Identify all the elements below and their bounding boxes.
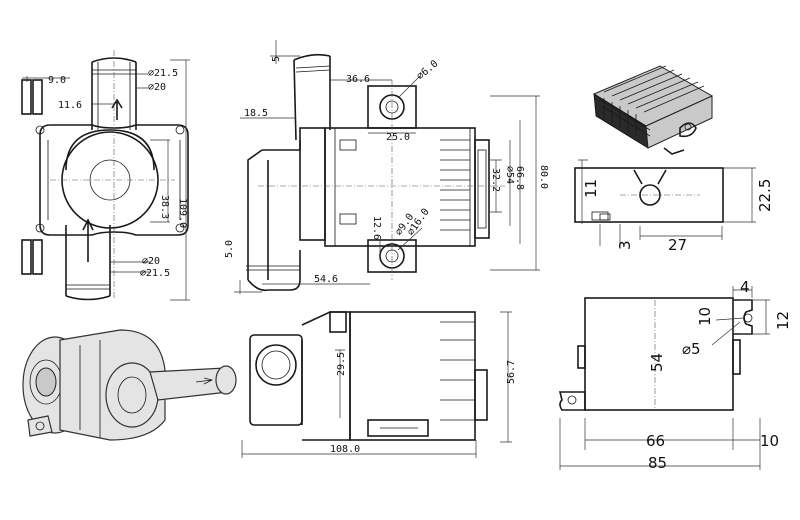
dim-11-6: 11.6 [58,100,82,111]
dim-20-bottom: ⌀20 [142,256,160,267]
dim-6-0: ⌀6.0 [415,58,441,82]
dim-5-side: 5 [271,56,282,62]
dim-27: 27 [668,236,687,254]
dim-54-6: 54.6 [314,274,338,285]
dim-5-hole: ⌀5 [682,340,701,358]
controller-plan-view [558,286,770,470]
pump-front-view [21,50,190,301]
pump-side-view [234,40,540,294]
dim-22-5: 22.5 [756,179,774,212]
dim-85: 85 [648,454,667,472]
dim-21-5-bottom: ⌀21.5 [140,268,170,279]
controller-3d [592,65,714,155]
dim-29-5: 29.5 [336,352,347,376]
dim-9-0: 9.0 [48,75,66,86]
dim-4: 4 [740,278,750,296]
dim-54-side: ⌀54 [504,166,515,184]
controller-side-view [574,159,756,246]
dim-38-3: 38.3 [159,195,170,219]
dim-25-0: 25.0 [386,132,410,143]
dim-21-5-top: ⌀21.5 [148,68,178,79]
dim-20-top: ⌀20 [148,82,166,93]
dim-66-8: 66.8 [514,166,525,190]
dim-12: 12 [774,311,792,330]
dim-11-ctrl: 11 [582,179,600,198]
pump-bottom-view [241,311,512,458]
pump-3d-illustration [22,329,237,441]
dim-12-6: 12.6 [371,216,382,240]
dim-36-6: 36.6 [346,74,370,85]
dim-32-2: 32.2 [490,168,501,192]
dim-108-0: 108.0 [330,444,360,455]
dim-3-ctrl: 3 [616,240,634,250]
dim-66: 66 [646,432,665,450]
dim-18-5: 18.5 [244,108,268,119]
dim-80-0: 80.0 [538,165,549,189]
dim-10-ctrl: 10 [696,307,714,326]
dim-54-plan: 54 [648,353,666,372]
dim-56-7: 56.7 [506,360,517,384]
dim-109-0: 109.0 [177,198,188,228]
dim-5-0: 5.0 [224,240,235,258]
dim-10-right: 10 [760,432,779,450]
